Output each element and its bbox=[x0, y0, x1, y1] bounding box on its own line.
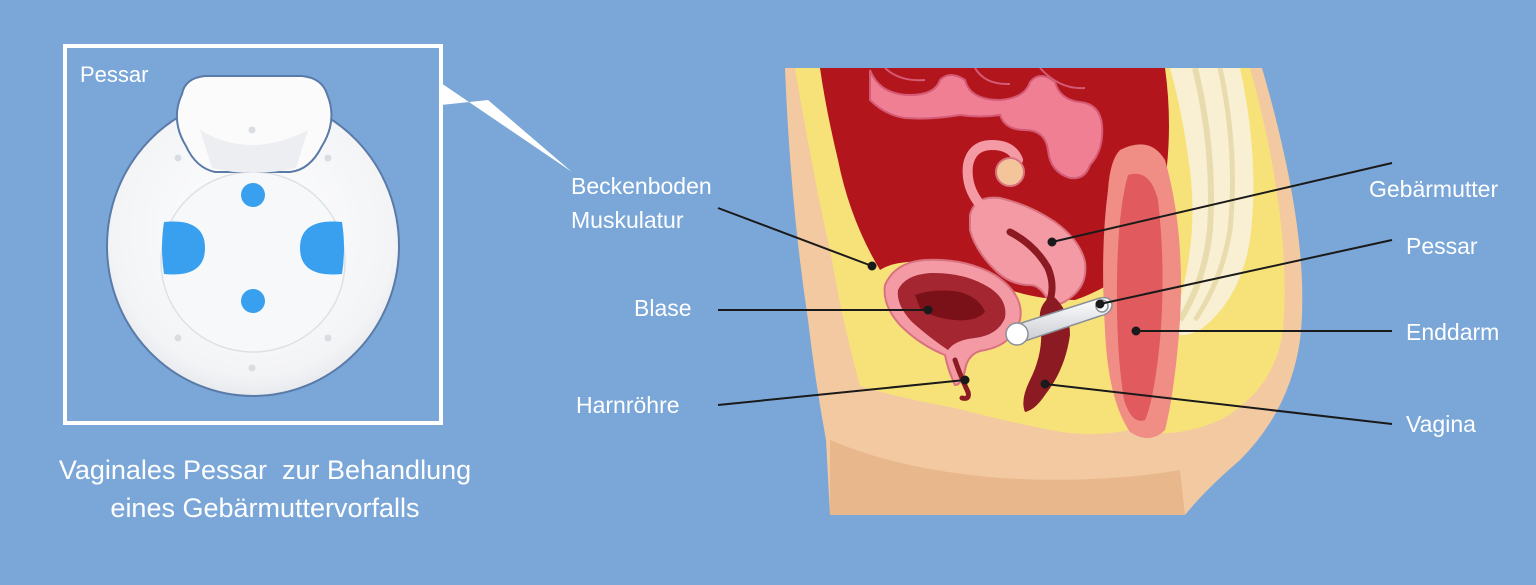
label-harnroehre: Harnröhre bbox=[576, 392, 680, 418]
pessary-knob-shade bbox=[200, 130, 308, 173]
pessary-stud bbox=[324, 334, 332, 342]
leader-dot bbox=[1095, 299, 1105, 309]
ovary bbox=[995, 157, 1025, 187]
back-muscle-stripe bbox=[1192, 68, 1235, 322]
inset-label: Pessar bbox=[80, 62, 149, 87]
label-gebaermutter: Gebärmutter bbox=[1369, 176, 1499, 202]
label-pessar: Pessar bbox=[1406, 233, 1478, 259]
pessary-stud bbox=[248, 126, 256, 134]
leader-dot bbox=[867, 261, 877, 271]
leader-pessar bbox=[1099, 239, 1393, 305]
rectum-inner bbox=[1116, 173, 1163, 421]
leader-dot bbox=[1131, 326, 1141, 336]
callout-pointer bbox=[441, 83, 572, 172]
leader-dot bbox=[923, 305, 933, 315]
urethra bbox=[952, 357, 971, 401]
back-muscle-stripe bbox=[1177, 68, 1214, 322]
pelvis-cross-section bbox=[785, 68, 1303, 515]
pessary-stud bbox=[324, 154, 332, 162]
pessary-hole bbox=[300, 221, 344, 275]
label-muskulatur: Muskulatur bbox=[571, 207, 684, 233]
intestine-loop bbox=[884, 68, 1086, 90]
pessary-stud bbox=[174, 334, 182, 342]
caption-line-1: Vaginales Pessar zur Behandlung bbox=[58, 455, 472, 485]
fallopian-tube bbox=[962, 139, 1023, 215]
leader-vagina bbox=[1044, 383, 1393, 425]
pessary-hole bbox=[241, 183, 265, 207]
pessary-stud bbox=[174, 154, 182, 162]
leader-gebaermutter bbox=[1051, 162, 1393, 243]
label-blase: Blase bbox=[634, 295, 692, 321]
pessary-hole bbox=[241, 289, 265, 313]
leader-lines bbox=[717, 162, 1393, 425]
leader-dot bbox=[1047, 237, 1057, 247]
leader-beckenboden bbox=[717, 207, 873, 267]
intestine-loop bbox=[869, 69, 1104, 180]
pessary-inset bbox=[63, 44, 572, 425]
pessary-stud bbox=[248, 364, 256, 372]
uterus-cavity bbox=[1006, 228, 1056, 304]
uterus bbox=[969, 196, 1087, 306]
label-vagina: Vagina bbox=[1406, 411, 1476, 437]
bladder-inner bbox=[915, 290, 985, 321]
caption-line-2: eines Gebärmuttervorfalls bbox=[110, 493, 420, 523]
inset-frame bbox=[63, 44, 443, 425]
body-lower-shade bbox=[830, 440, 1185, 515]
leader-harnroehre bbox=[717, 379, 966, 406]
pessary-hole bbox=[162, 221, 205, 275]
label-enddarm: Enddarm bbox=[1406, 319, 1500, 345]
leader-dot bbox=[1040, 379, 1050, 389]
leader-dot bbox=[960, 375, 970, 385]
label-beckenboden: Beckenboden bbox=[571, 173, 712, 199]
